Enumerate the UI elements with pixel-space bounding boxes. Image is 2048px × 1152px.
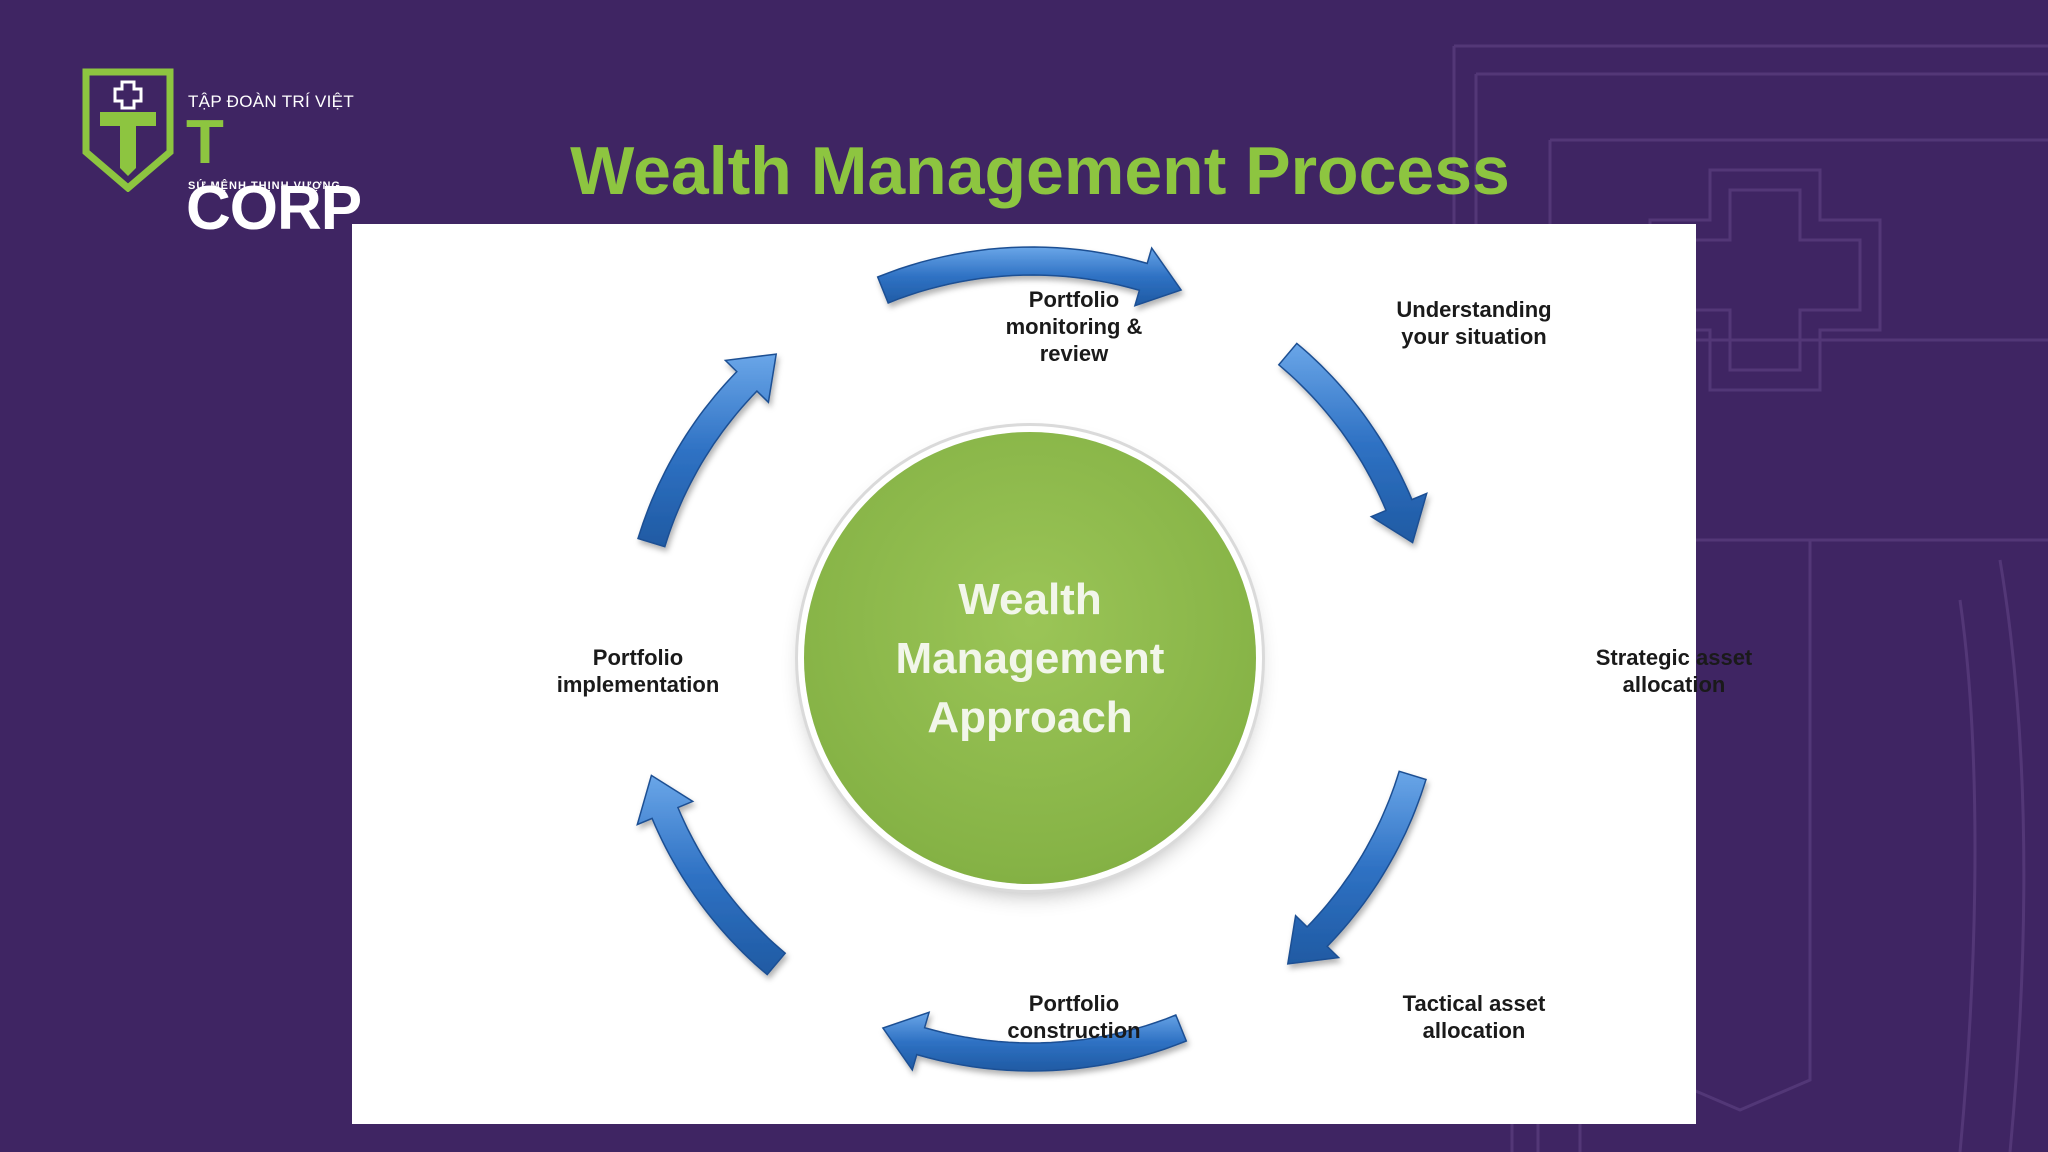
curved-arrow-icon (1286, 770, 1427, 965)
step-label-line: allocation (1622, 672, 1726, 697)
step-tactical-asset-allocation: Tactical asset allocation (1364, 990, 1584, 1044)
step-label-line: construction (1007, 1018, 1141, 1043)
step-strategic-asset-allocation: Strategic asset allocation (1564, 644, 1784, 698)
step-label-line: Strategic asset (1595, 645, 1753, 670)
logo-brand-letter: T (186, 108, 224, 177)
tcorp-shield-icon (82, 68, 174, 192)
step-label-line: review (1039, 341, 1109, 366)
logo-top-text: TẬP ĐOÀN TRÍ VIỆT (188, 92, 355, 111)
curved-arrow-icon (881, 1011, 1188, 1072)
curved-arrow-icon (637, 353, 778, 548)
step-label-line: Portfolio (1028, 991, 1120, 1016)
center-label-line: Approach (927, 693, 1133, 742)
step-label-line: implementation (556, 672, 720, 697)
step-portfolio-construction: Portfolio construction (964, 990, 1184, 1044)
step-label-line: your situation (1401, 324, 1547, 349)
step-label-line: allocation (1422, 1018, 1526, 1043)
center-circle: Wealth Management Approach (804, 432, 1256, 884)
background-watermark (1452, 44, 2048, 1152)
step-label-line: Understanding (1396, 297, 1552, 322)
slide-title: Wealth Management Process (570, 133, 1510, 209)
step-portfolio-monitoring-review: Portfolio monitoring & review (964, 286, 1184, 367)
step-understanding: Understanding your situation (1364, 296, 1584, 350)
center-label: Wealth Management Approach (804, 570, 1256, 747)
logo-brand: T CORP (186, 110, 382, 242)
center-label-line: Management (895, 634, 1165, 683)
logo-tagline: SỨ MỆNH THỊNH VƯỢNG (188, 180, 341, 192)
curved-arrow-icon (636, 774, 787, 976)
curved-arrow-icon (876, 246, 1183, 307)
cycle-arrows (636, 246, 1428, 1072)
center-label-line: Wealth (958, 575, 1102, 624)
step-portfolio-implementation: Portfolio implementation (528, 644, 748, 698)
step-label-line: monitoring & (1005, 314, 1143, 339)
company-logo[interactable]: TẬP ĐOÀN TRÍ VIỆT T CORP SỨ MỆNH THỊNH V… (82, 68, 382, 242)
diagram-panel: Wealth Management Approach Understanding… (352, 224, 1752, 1124)
step-label-line: Portfolio (1028, 287, 1120, 312)
logo-brand-name: CORP (186, 174, 362, 243)
step-label-line: Portfolio (592, 645, 684, 670)
curved-arrow-icon (1277, 342, 1428, 544)
step-label-line: Tactical asset (1402, 991, 1546, 1016)
